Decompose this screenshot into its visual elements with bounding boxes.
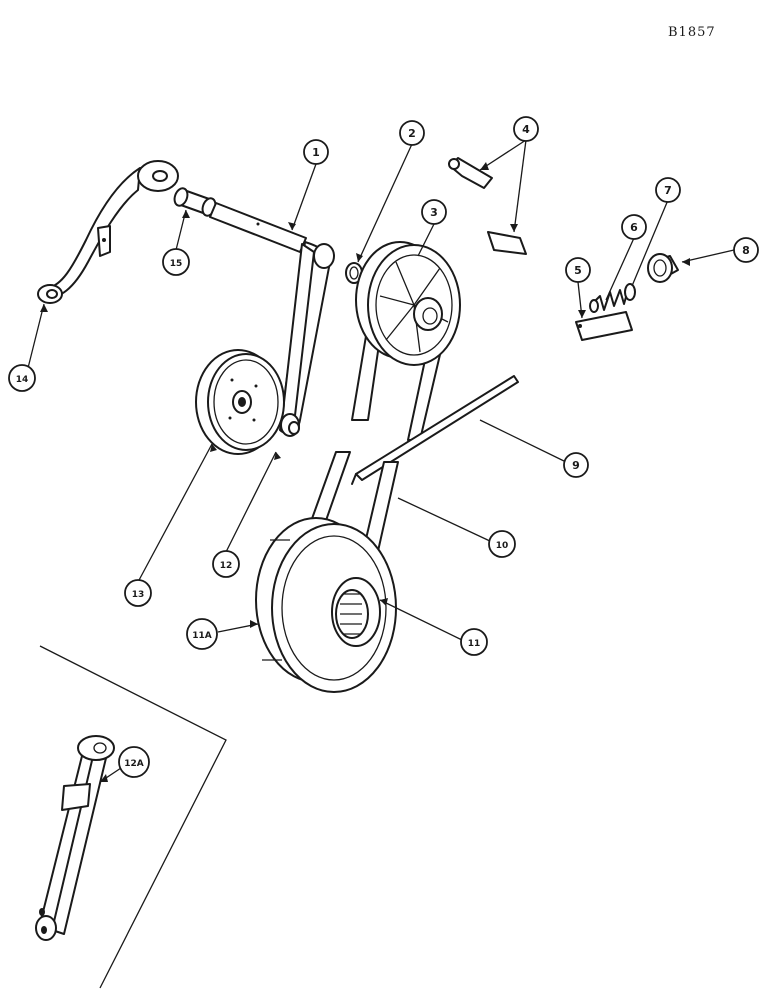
part-12a-alternate-arm bbox=[35, 735, 115, 941]
svg-text:13: 13 bbox=[132, 590, 145, 600]
callout-5: 5 bbox=[565, 257, 591, 283]
callout-4: 4 bbox=[513, 116, 539, 142]
svg-text:11: 11 bbox=[468, 639, 481, 649]
svg-text:10: 10 bbox=[496, 541, 509, 551]
callout-9: 9 bbox=[563, 452, 589, 478]
svg-text:8: 8 bbox=[742, 244, 750, 257]
callout-10: 10 bbox=[488, 530, 516, 558]
svg-text:5: 5 bbox=[574, 264, 582, 277]
callout-3: 3 bbox=[421, 199, 447, 225]
callout-8: 8 bbox=[733, 237, 759, 263]
part-14-curved-arm bbox=[37, 160, 179, 304]
part-13-idler-pulley bbox=[195, 349, 285, 455]
callout-6: 6 bbox=[621, 214, 647, 240]
part-7-washer bbox=[624, 283, 636, 301]
part-8-cap bbox=[647, 253, 679, 283]
svg-text:14: 14 bbox=[16, 375, 29, 385]
svg-text:12A: 12A bbox=[124, 759, 144, 769]
callout-11a: 11A bbox=[186, 618, 218, 650]
callout-2: 2 bbox=[399, 120, 425, 146]
callout-11: 11 bbox=[460, 628, 488, 656]
svg-text:9: 9 bbox=[572, 459, 580, 472]
svg-text:11A: 11A bbox=[192, 631, 212, 641]
part-1-shaft-arm bbox=[209, 202, 335, 437]
callout-12a: 12A bbox=[118, 746, 150, 778]
reference-code: B1857 bbox=[668, 25, 716, 40]
part-9-rod bbox=[351, 375, 519, 485]
part-6-spring bbox=[589, 289, 629, 313]
callout-14: 14 bbox=[8, 364, 36, 392]
svg-text:2: 2 bbox=[408, 127, 416, 140]
svg-text:12: 12 bbox=[220, 561, 233, 571]
callouts: 1 2 3 4 5 6 7 8 bbox=[8, 116, 759, 778]
part-3-drive-pulley bbox=[351, 241, 461, 441]
svg-text:3: 3 bbox=[430, 206, 438, 219]
callout-15: 15 bbox=[162, 248, 190, 276]
svg-text:15: 15 bbox=[170, 259, 183, 269]
svg-text:4: 4 bbox=[522, 123, 530, 136]
inset-divider bbox=[39, 645, 227, 989]
svg-text:6: 6 bbox=[630, 221, 638, 234]
svg-text:7: 7 bbox=[664, 184, 672, 197]
callout-1: 1 bbox=[303, 139, 329, 165]
part-5-plate bbox=[575, 311, 633, 341]
callout-13: 13 bbox=[124, 579, 152, 607]
callout-12: 12 bbox=[212, 550, 240, 578]
part-4-brackets bbox=[448, 157, 527, 255]
leader-lines bbox=[27, 139, 735, 783]
callout-7: 7 bbox=[655, 177, 681, 203]
svg-text:1: 1 bbox=[312, 146, 320, 159]
part-11-large-pulley bbox=[255, 517, 397, 693]
